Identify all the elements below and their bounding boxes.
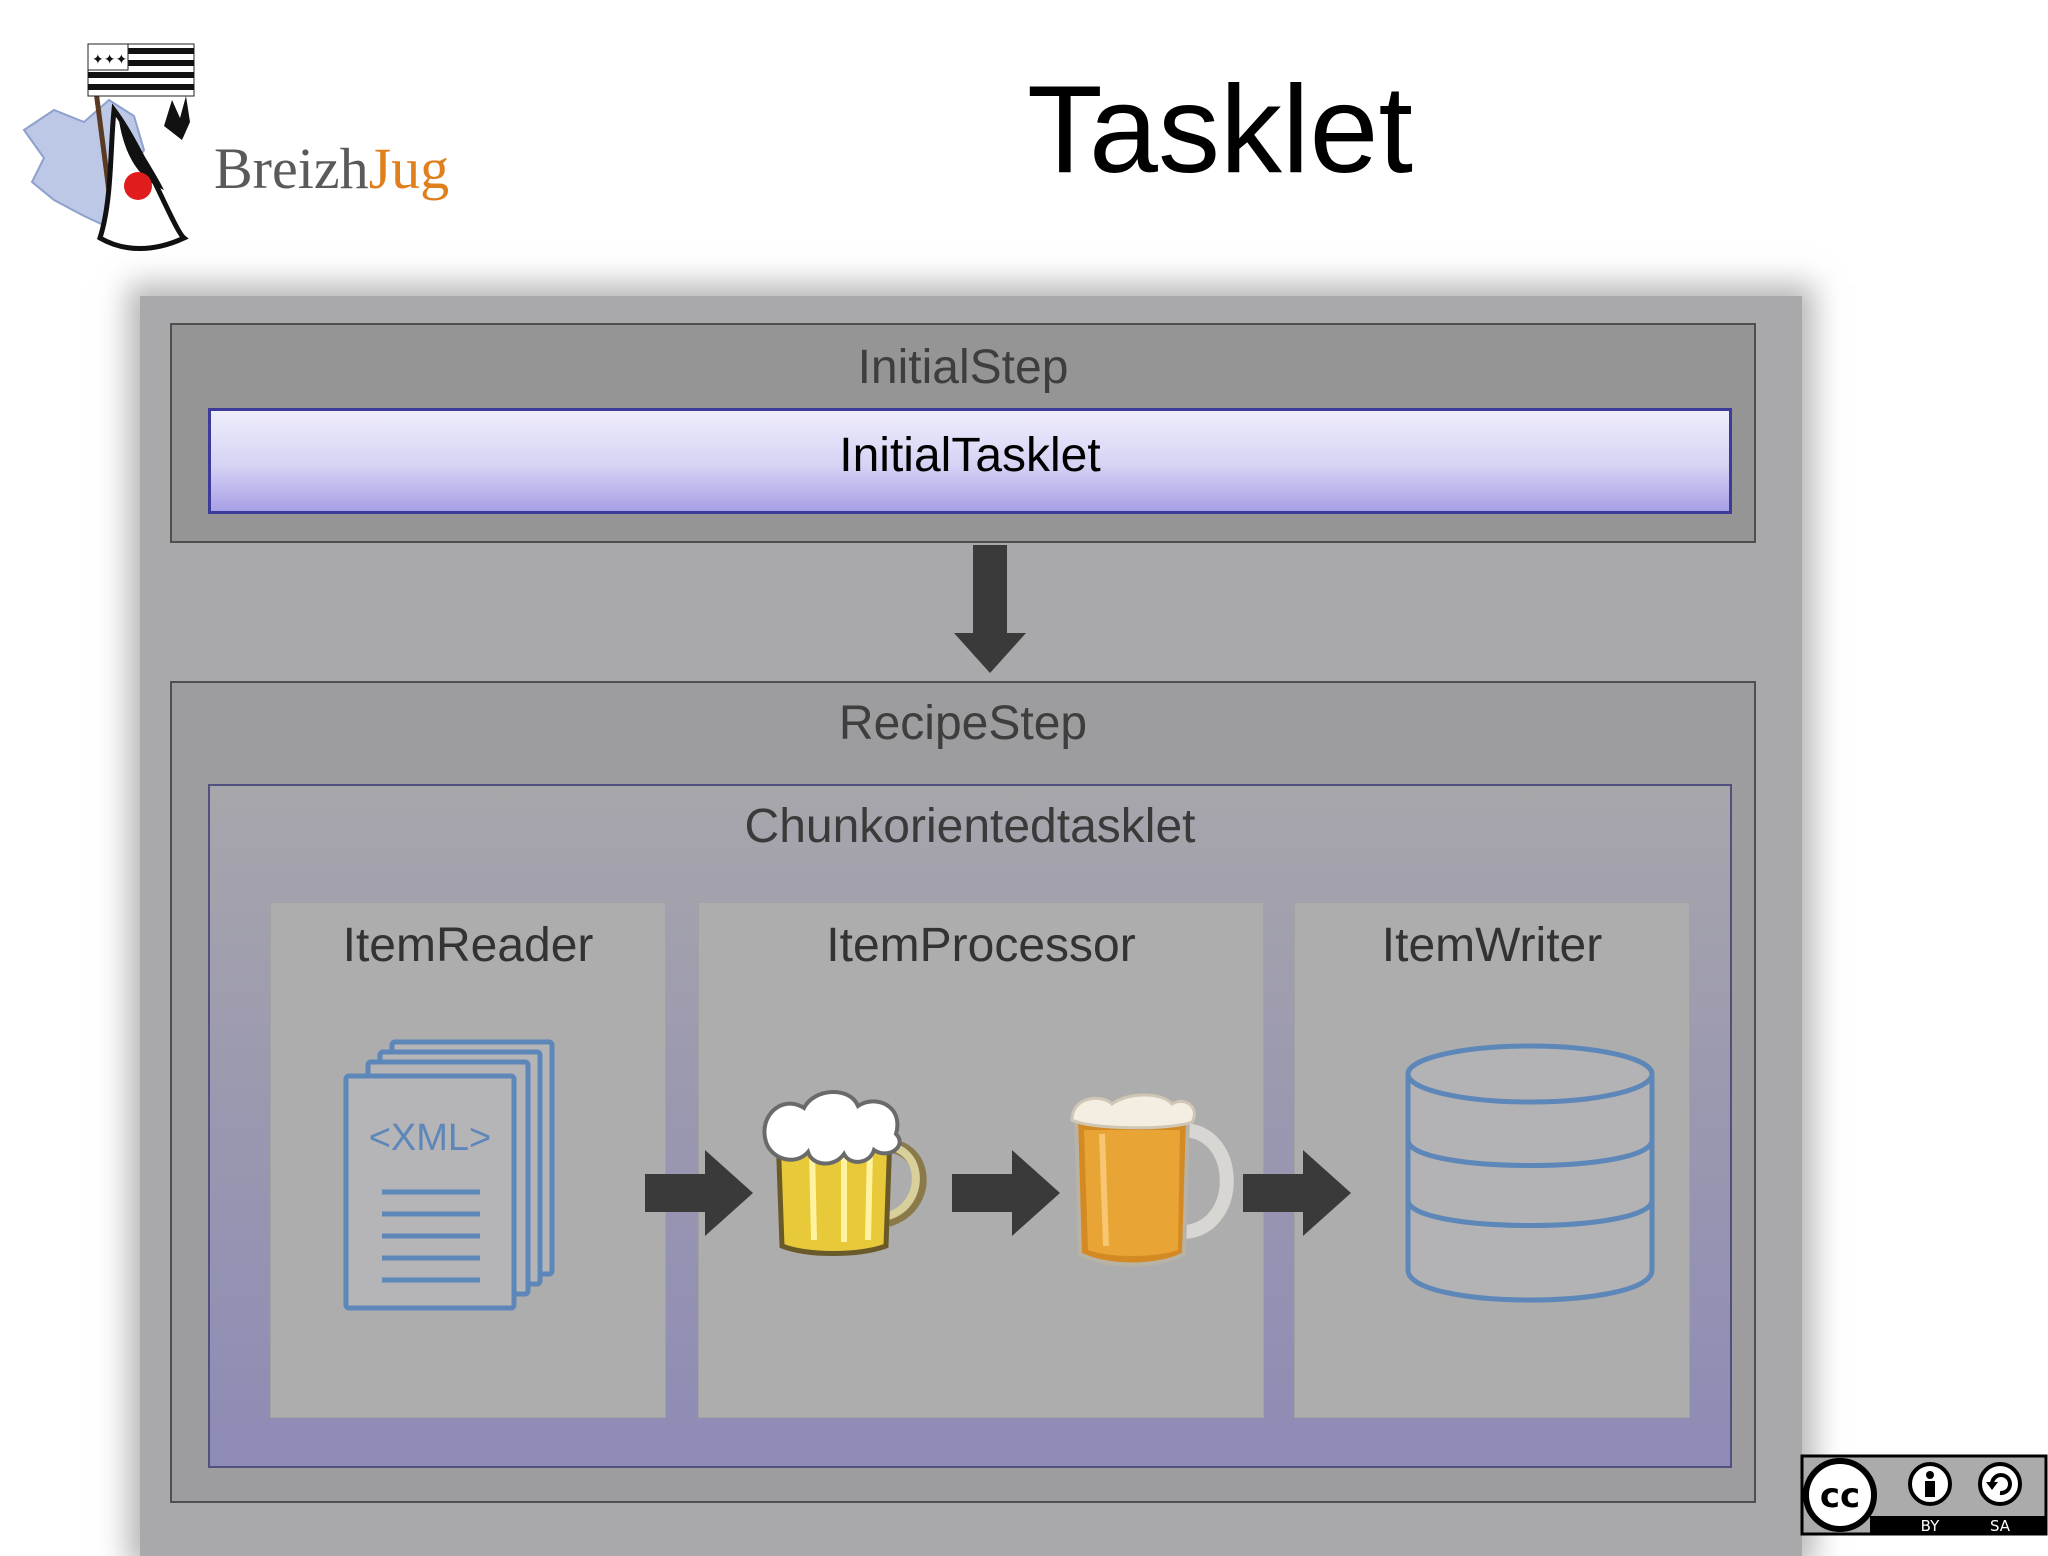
down-arrow-icon <box>954 545 1026 673</box>
item-reader-panel <box>270 902 666 1418</box>
item-writer-label: ItemWriter <box>1381 919 1603 972</box>
item-processor-label: ItemProcessor <box>826 919 1136 972</box>
logo-wordmark: BreizhJug <box>214 136 449 201</box>
breizhjug-logo: ✦✦✦ BreizhJug <box>22 43 449 251</box>
beer-foam-icon <box>762 1090 927 1256</box>
duke-mascot-icon <box>97 96 190 251</box>
database-icon <box>1405 1043 1655 1303</box>
initial-tasklet-box: InitialTasklet <box>208 408 1732 514</box>
svg-text:✦✦✦: ✦✦✦ <box>92 52 127 68</box>
cc-license-badge: cc BY SA <box>1800 1454 2048 1536</box>
recipe-step-label: RecipeStep <box>838 697 1088 750</box>
xml-icon-text: <XML> <box>369 1117 492 1159</box>
initial-step-label: InitialStep <box>857 341 1069 394</box>
right-arrow-icon <box>952 1150 1060 1236</box>
svg-text:cc: cc <box>1820 1476 1860 1516</box>
beer-glass-icon <box>1070 1093 1234 1267</box>
item-reader-label: ItemReader <box>342 919 594 972</box>
by-label: BY <box>1921 1517 1940 1535</box>
attribution-icon <box>1908 1462 1952 1506</box>
right-arrow-icon <box>645 1150 753 1236</box>
right-arrow-icon <box>1243 1150 1351 1236</box>
chunk-oriented-tasklet-label: Chunkorientedtasklet <box>744 800 1196 853</box>
sa-label: SA <box>1990 1517 2011 1535</box>
share-alike-icon <box>1978 1462 2022 1506</box>
slide-title: Tasklet <box>1027 61 1413 199</box>
xml-document-icon: <XML> <box>343 1039 555 1311</box>
breton-flag-icon: ✦✦✦ <box>87 43 195 97</box>
cc-icon: cc <box>1803 1458 1877 1532</box>
